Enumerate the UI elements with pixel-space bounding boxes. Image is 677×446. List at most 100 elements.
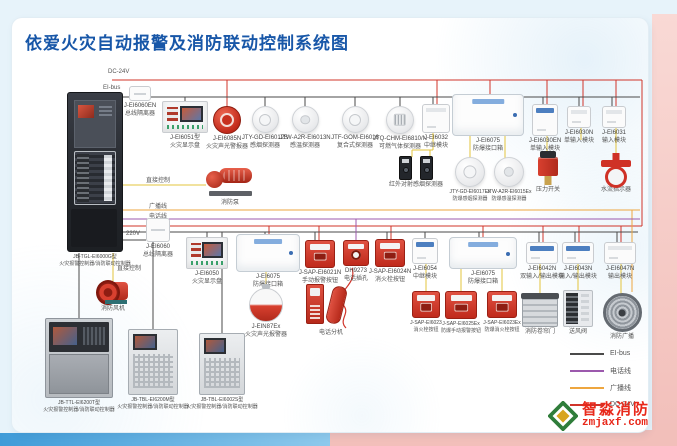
module-icon xyxy=(602,106,626,128)
device-label: JB-TGL-EI6000G型火灾报警控制器/消防联动控制器 xyxy=(59,254,131,267)
device-air-vent: 送风阀 xyxy=(558,290,598,337)
legend-label: DC-24V xyxy=(610,401,635,408)
dc24v-label: DC-24V xyxy=(108,69,130,75)
device-label: 水流指示器 xyxy=(600,187,631,193)
control-panel-icon xyxy=(128,329,178,395)
pressure-switch-icon xyxy=(538,151,558,185)
fire-fan-icon xyxy=(96,280,130,305)
control-panel-icon xyxy=(199,333,245,395)
exproof-junction-box-icon xyxy=(236,234,300,272)
phone-line-sample xyxy=(570,369,604,372)
broadcast-line-label: 广播线 xyxy=(149,204,168,210)
device-label: J-EI6051型火灾显示盘 xyxy=(169,135,200,149)
watermark-logo-icon xyxy=(548,401,578,431)
device-label: 消防卷帘门 xyxy=(524,329,555,335)
device-fire-fan: 消防风机 xyxy=(90,280,136,314)
device-panel-t: JB-TTL-EI6200T型火灾报警控制器/消防联动控制器 xyxy=(36,318,122,413)
exproof-call-point-icon xyxy=(445,291,477,319)
bus-isolator-icon xyxy=(129,86,151,101)
device-label: 消防风机 xyxy=(100,306,125,312)
dc24v-line-sample xyxy=(570,403,604,406)
watermark-brand: 智淼消防 xyxy=(582,401,651,419)
device-fire-broadcast: 消防广播 xyxy=(599,293,645,342)
legend: EI-bus 电话线 广播线 DC-24V xyxy=(570,345,635,413)
telephone-icon xyxy=(304,284,358,328)
exproof-junction-box-icon xyxy=(449,237,517,269)
device-panel-s: JB-TBL-EI6002S型火灾报警控制器/消防联动控制器 xyxy=(184,333,260,410)
device-label: JB-TTL-EI6200T型火灾报警控制器/消防联动控制器 xyxy=(43,400,115,413)
device-label: 电话分机 xyxy=(318,330,343,336)
gas-detector-icon xyxy=(386,106,414,134)
beam-detector-icon xyxy=(399,156,412,180)
device-flow-indicator: 水流指示器 xyxy=(592,153,640,195)
ball-sounder-icon xyxy=(249,288,283,322)
device-label: 红外对射感烟探测器 xyxy=(388,182,443,188)
device-fire-pump: 消防泵 xyxy=(204,160,256,208)
watermark-text: 智淼消防 zmjaxf.com xyxy=(582,402,650,429)
device-panel-m: JB-TBL-EI6200M型火灾报警控制器/消防联动控制器 xyxy=(115,329,191,410)
module-icon xyxy=(604,242,636,264)
legend-row: 电话线 xyxy=(570,362,635,379)
legend-label: EI-bus xyxy=(610,350,631,357)
device-label: JB-TBL-EI6200M型火灾报警控制器/消防联动控制器 xyxy=(117,397,189,410)
direct-control-pump-label: 直接控制 xyxy=(146,178,171,184)
device-label: 消防广播 xyxy=(609,334,634,340)
heat-detector-icon xyxy=(291,106,319,133)
watermark: 智淼消防 zmjaxf.com xyxy=(548,401,650,431)
legend-label: 广播线 xyxy=(610,384,631,392)
device-label: 压力开关 xyxy=(535,187,560,193)
device-label: 送风阀 xyxy=(568,329,587,335)
fire-display-panel-icon xyxy=(186,237,228,269)
beam-detector-pair-icon xyxy=(399,156,433,180)
device-label: JB-TBL-EI6002S型火灾报警控制器/消防联动控制器 xyxy=(186,397,258,410)
module-icon xyxy=(567,106,591,128)
water-flow-indicator-icon xyxy=(601,153,631,185)
roller-shutter-icon xyxy=(521,293,559,327)
background-pink-band xyxy=(320,430,677,446)
exproof-heat-detector-icon xyxy=(494,157,524,187)
air-valve-icon xyxy=(563,290,593,327)
fire-pump-icon xyxy=(204,160,256,198)
eibus-line-sample xyxy=(570,352,604,355)
module-icon xyxy=(412,238,438,264)
device-label: 消防泵 xyxy=(220,200,239,206)
exproof-hydrant-button-icon xyxy=(487,291,517,318)
hydrant-button-icon xyxy=(375,239,405,267)
legend-label: 电话线 xyxy=(610,367,631,375)
device-beam-detectors: 红外对射感烟探测器 xyxy=(384,156,448,190)
manual-call-point-icon xyxy=(305,240,335,268)
beam-detector-icon xyxy=(420,156,433,180)
module-icon xyxy=(422,104,450,133)
exproof-junction-box-icon xyxy=(452,94,524,136)
legend-row: 广播线 xyxy=(570,379,635,396)
broadcast-line-sample xyxy=(570,386,604,389)
legend-row: DC-24V xyxy=(570,396,635,413)
control-panel-icon xyxy=(45,318,113,398)
bus-isolator-icon xyxy=(146,218,170,242)
module-icon xyxy=(562,242,594,264)
legend-row: EI-bus xyxy=(570,345,635,362)
